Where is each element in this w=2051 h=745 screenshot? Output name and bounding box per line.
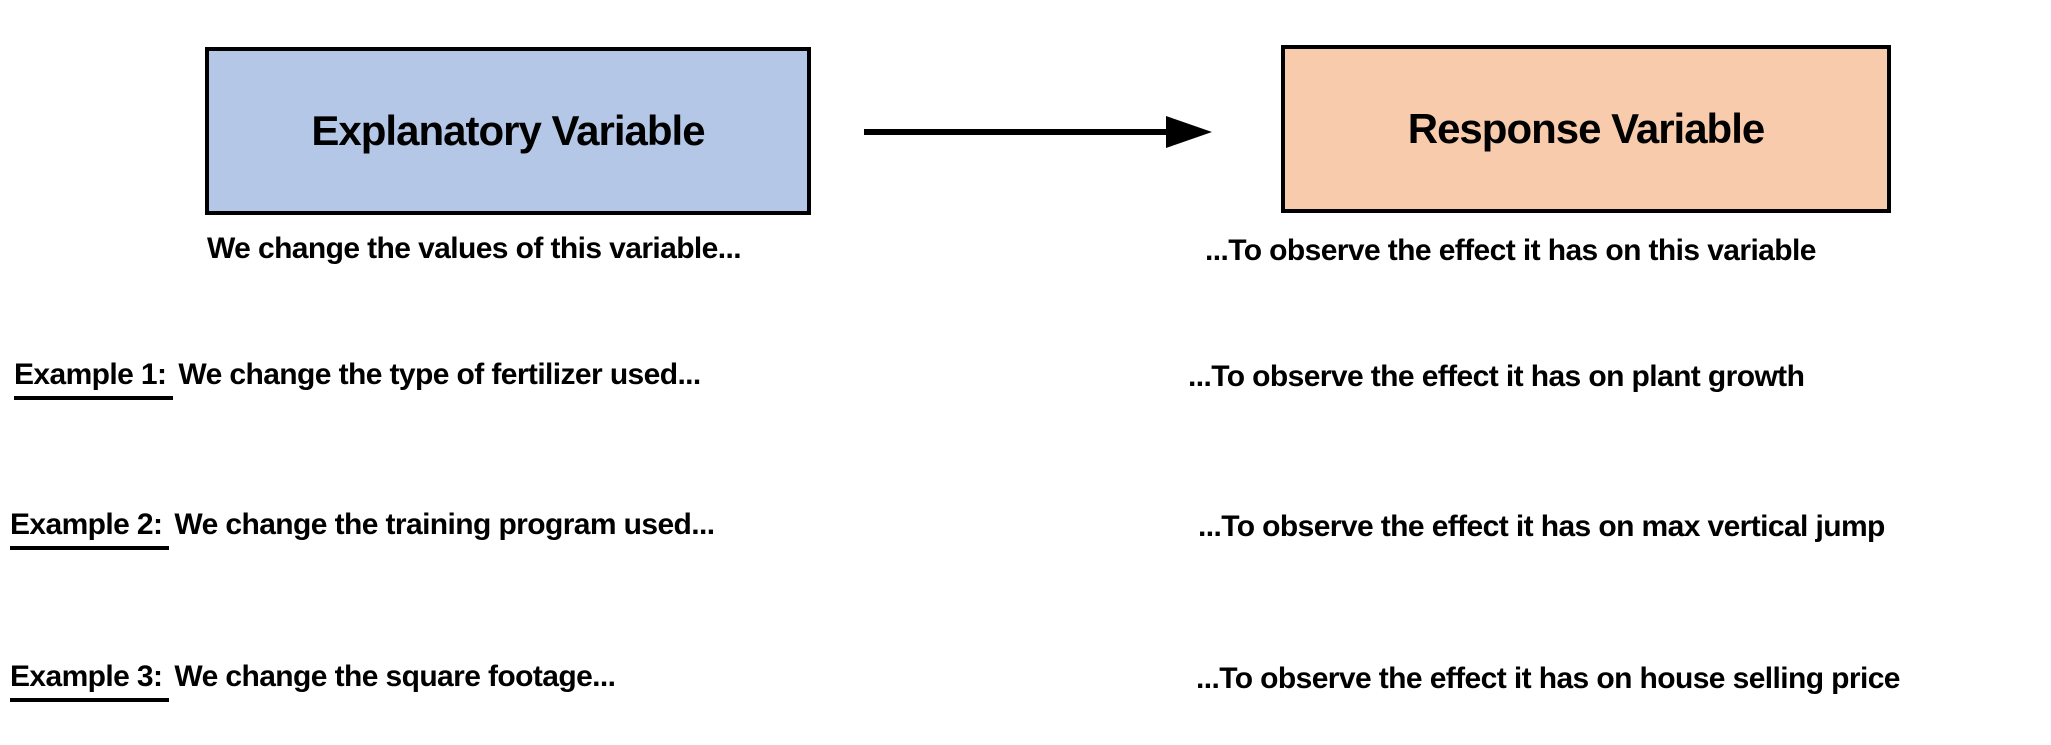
- explanatory-caption: We change the values of this variable...: [207, 232, 742, 265]
- example-2-left-text: We change the training program used...: [174, 508, 715, 541]
- explanatory-variable-label: Explanatory Variable: [311, 107, 705, 154]
- example-3-left: Example 3:We change the square footage..…: [10, 658, 616, 702]
- example-1-label: Example 1:: [14, 356, 174, 400]
- right-arrow-icon: [864, 116, 1212, 148]
- example-1-left-text: We change the type of fertilizer used...: [178, 358, 701, 391]
- example-1-right: ...To observe the effect it has on plant…: [1188, 360, 1805, 393]
- response-variable-label: Response Variable: [1407, 105, 1766, 152]
- response-variable-box: Response Variable: [1281, 45, 1891, 213]
- example-3-left-text: We change the square footage...: [174, 660, 616, 693]
- response-caption: ...To observe the effect it has on this …: [1205, 234, 1816, 267]
- example-1-left: Example 1:We change the type of fertiliz…: [14, 356, 701, 400]
- example-3-right: ...To observe the effect it has on house…: [1196, 662, 1900, 695]
- example-2-label: Example 2:: [10, 506, 170, 550]
- example-2-right: ...To observe the effect it has on max v…: [1198, 510, 1885, 543]
- example-3-label: Example 3:: [10, 658, 170, 702]
- example-2-left: Example 2:We change the training program…: [10, 506, 715, 550]
- explanatory-variable-box: Explanatory Variable: [205, 47, 811, 215]
